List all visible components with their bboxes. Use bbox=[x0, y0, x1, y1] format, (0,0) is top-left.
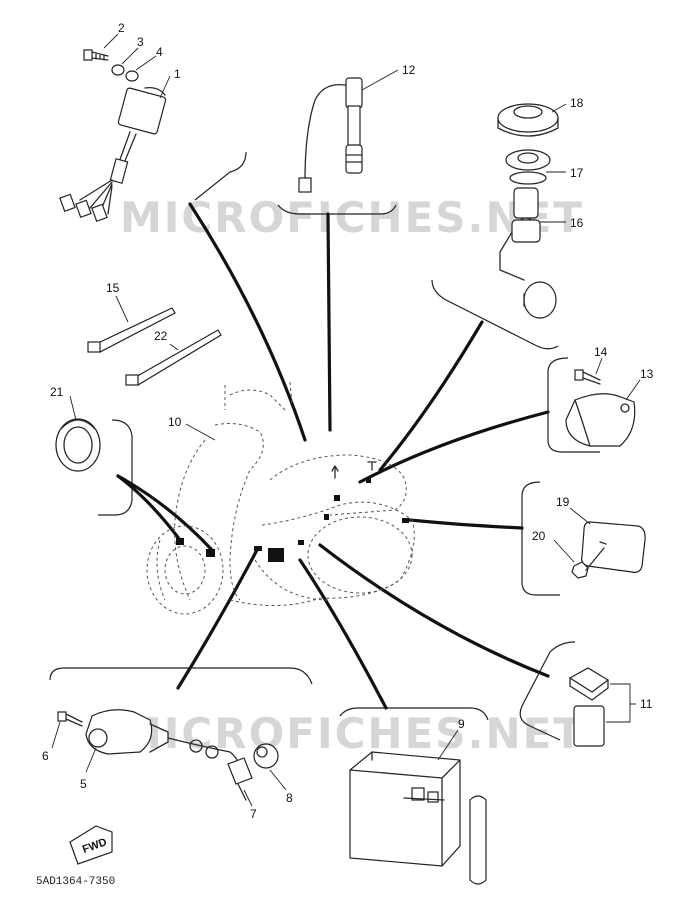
wire-1 bbox=[188, 202, 307, 442]
leader-2 bbox=[103, 33, 119, 49]
leader-4 bbox=[135, 55, 157, 71]
callout-6: 6 bbox=[42, 749, 49, 763]
part-2-bolt bbox=[83, 49, 109, 61]
callout-13: 13 bbox=[640, 367, 654, 381]
leader-12 bbox=[361, 69, 399, 91]
part-19-plate bbox=[581, 521, 646, 573]
part-9-vent-tube bbox=[469, 795, 487, 885]
callout-14: 14 bbox=[594, 345, 608, 359]
callout-21: 21 bbox=[50, 385, 64, 399]
part-14-bolt bbox=[574, 369, 601, 385]
wire-21b bbox=[116, 474, 214, 552]
leader-3 bbox=[121, 47, 139, 65]
panel-bottom-left bbox=[49, 667, 313, 685]
leader-19 bbox=[569, 507, 591, 525]
marker-arrow-1 bbox=[331, 465, 339, 479]
part-1-igniter bbox=[59, 87, 167, 223]
callout-12: 12 bbox=[402, 63, 416, 77]
part-6-bolt bbox=[57, 711, 83, 727]
callout-8: 8 bbox=[286, 791, 293, 805]
part-4-washer bbox=[125, 70, 139, 82]
leader-20 bbox=[553, 539, 575, 563]
part-22-cable-tie bbox=[125, 329, 222, 386]
leader-11 bbox=[606, 683, 636, 723]
panel-right-11 bbox=[519, 641, 576, 741]
marker-i bbox=[402, 518, 409, 523]
callout-15: 15 bbox=[106, 281, 120, 295]
callout-1: 1 bbox=[174, 67, 181, 81]
callout-22: 22 bbox=[154, 329, 168, 343]
callout-19: 19 bbox=[556, 495, 570, 509]
wire-16 bbox=[378, 320, 484, 472]
marker-e bbox=[334, 495, 340, 501]
marker-c bbox=[268, 548, 284, 562]
part-3-washer bbox=[111, 64, 125, 76]
drawing-code: 5AD1364-7350 bbox=[36, 876, 115, 888]
panel-left-21 bbox=[98, 419, 133, 516]
marker-arrow-2 bbox=[367, 461, 377, 471]
leader-13 bbox=[625, 379, 641, 401]
watermark-bottom: MICROFICHES.NET bbox=[120, 709, 584, 758]
callout-16: 16 bbox=[570, 216, 584, 230]
wire-19 bbox=[408, 518, 524, 530]
leader-22 bbox=[169, 343, 179, 351]
wire-9 bbox=[298, 558, 388, 710]
part-7-cable bbox=[167, 737, 253, 801]
callout-2: 2 bbox=[118, 21, 125, 35]
callout-4: 4 bbox=[156, 45, 163, 59]
leader-21 bbox=[69, 395, 77, 421]
panel-bottom-center bbox=[339, 707, 489, 721]
marker-b bbox=[206, 549, 215, 557]
callout-11: 11 bbox=[640, 697, 653, 711]
leader-7 bbox=[243, 789, 253, 807]
panel-right-19 bbox=[521, 481, 560, 596]
panel-top-left bbox=[194, 151, 247, 201]
part-18-grommet bbox=[497, 103, 559, 137]
callout-18: 18 bbox=[570, 96, 584, 110]
leader-18 bbox=[551, 103, 567, 113]
leader-1 bbox=[159, 75, 171, 99]
callout-7: 7 bbox=[250, 807, 257, 821]
part-13-relay bbox=[565, 393, 636, 447]
part-15-cable-tie bbox=[87, 307, 176, 353]
part-9-battery bbox=[349, 751, 461, 867]
leader-10 bbox=[185, 423, 216, 441]
leader-8 bbox=[269, 769, 287, 791]
marker-h bbox=[366, 478, 371, 483]
leader-5 bbox=[85, 747, 97, 773]
marker-f bbox=[324, 514, 329, 520]
leader-14 bbox=[595, 357, 603, 375]
marker-a bbox=[176, 538, 184, 545]
wire-11 bbox=[318, 543, 550, 678]
part-16-sender-unit bbox=[499, 187, 557, 319]
callout-5: 5 bbox=[80, 777, 87, 791]
leader-15 bbox=[115, 295, 129, 323]
marker-g bbox=[298, 540, 304, 545]
part-12-sensor bbox=[298, 77, 363, 193]
wire-21a bbox=[116, 474, 182, 542]
part-11-fuse bbox=[568, 667, 610, 747]
panel-top-right bbox=[431, 279, 559, 350]
wire-5 bbox=[176, 546, 260, 690]
part-21-cover bbox=[55, 418, 101, 472]
leader-6 bbox=[51, 721, 61, 749]
callout-10: 10 bbox=[168, 415, 182, 429]
part-5-starter bbox=[85, 709, 169, 755]
leader-9 bbox=[437, 729, 459, 761]
wire-12 bbox=[326, 212, 332, 432]
callout-17: 17 bbox=[570, 166, 584, 180]
part-8-cap bbox=[253, 743, 279, 769]
fwd-arrow-badge: FWD bbox=[69, 825, 113, 865]
panel-top-center bbox=[277, 204, 397, 215]
callout-3: 3 bbox=[137, 35, 144, 49]
callout-20: 20 bbox=[532, 529, 546, 543]
wire-13 bbox=[358, 410, 550, 484]
scooter-outline bbox=[146, 381, 415, 615]
marker-d bbox=[254, 546, 262, 551]
panel-right-13 bbox=[547, 357, 600, 453]
callout-9: 9 bbox=[458, 717, 465, 731]
part-17-gasket bbox=[505, 149, 551, 185]
part-20-nut bbox=[571, 547, 605, 579]
